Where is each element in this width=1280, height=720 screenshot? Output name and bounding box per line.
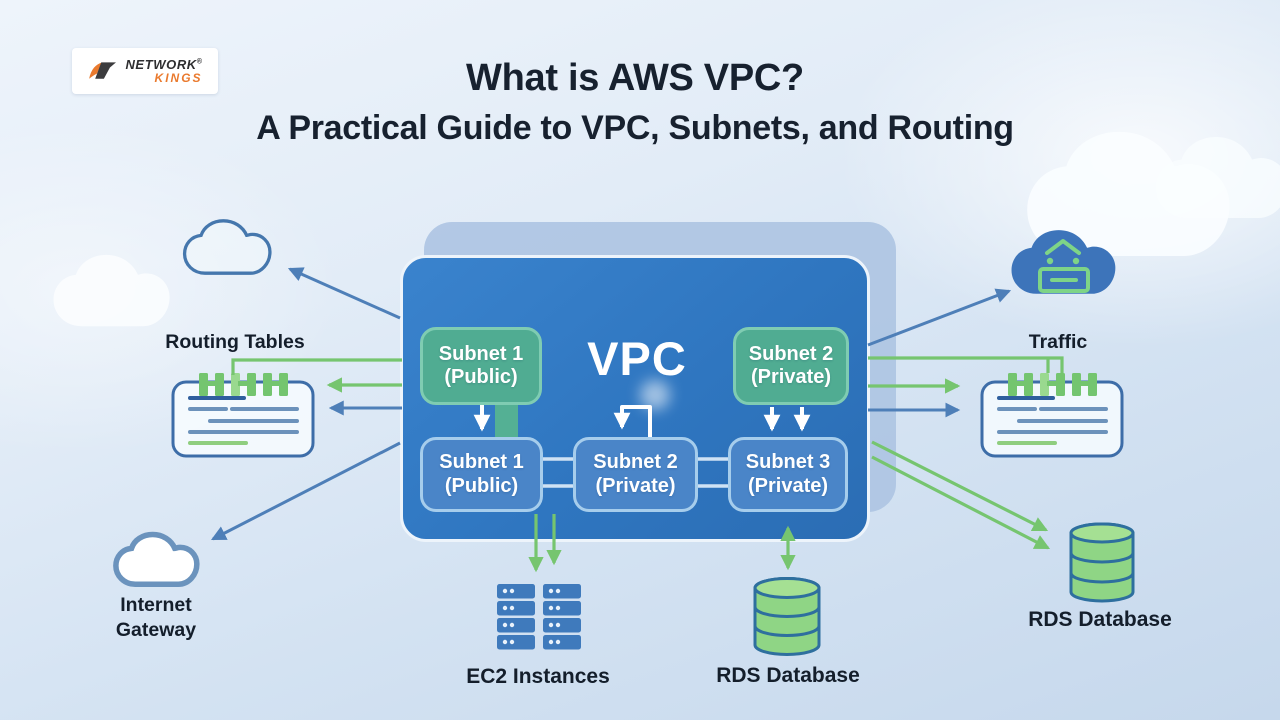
routing-table-icon	[171, 373, 315, 458]
traffic-cloud-icon	[1011, 230, 1116, 294]
page-title: What is AWS VPC? A Practical Guide to VP…	[0, 57, 1270, 148]
arrow-vpc-to-routing-cloud	[287, 267, 401, 320]
subnet-box-private2-bottom: Subnet 2 (Private)	[573, 437, 698, 512]
internet-gateway-cloud-icon	[116, 535, 197, 585]
routing-table-icon	[980, 373, 1124, 458]
subnet-type: (Public)	[444, 474, 519, 497]
internet-gateway-label-line1: Internet	[120, 594, 192, 616]
title-line-2: A Practical Guide to VPC, Subnets, and R…	[256, 109, 1014, 147]
subnet-type: (Private)	[747, 474, 829, 497]
arrow-vpc-to-rds-right-a	[871, 440, 1049, 532]
subnet-name: Subnet 2	[748, 342, 834, 365]
subnet-type: (Private)	[750, 366, 832, 388]
rds-database-center-label: RDS Database	[716, 664, 860, 687]
internet-gateway-label-line2: Gateway	[115, 619, 197, 642]
network-kings-logo: NETWORK® KINGS	[72, 48, 218, 94]
line-vpc-to-routing-table-left	[231, 358, 402, 375]
routing-cloud-icon	[182, 219, 272, 275]
vpc-label: VPC	[587, 332, 687, 385]
internet-gateway-label: Internet Gateway	[116, 593, 196, 644]
arrow-vpc-to-internet-gateway	[210, 441, 401, 541]
subnet-box-private-top: Subnet 2 (Private)	[733, 327, 849, 405]
subnet-box-public-top: Subnet 1 (Public)	[420, 327, 542, 405]
subnet-type: (Private)	[595, 474, 676, 497]
routing-tables-label: Routing Tables	[165, 331, 305, 353]
title-line-1: What is AWS VPC?	[466, 57, 804, 99]
subnet-name: Subnet 1	[438, 342, 524, 365]
network-kings-logo-text: NETWORK® KINGS	[125, 56, 203, 85]
rds-database-right-label: RDS Database	[1028, 608, 1172, 631]
rds-database-icon	[1069, 522, 1135, 603]
subnet-type: (Public)	[444, 366, 518, 388]
subnet-box-private3-bottom: Subnet 3 (Private)	[728, 437, 848, 512]
subnet-box-public-bottom: Subnet 1 (Public)	[420, 437, 543, 512]
arrow-vpc-to-rds-right-b	[871, 455, 1051, 550]
ec2-servers-icon	[497, 584, 581, 650]
subnet-name: Subnet 1	[439, 451, 524, 474]
subnet-name: Subnet 3	[745, 451, 831, 474]
subnet-name: Subnet 2	[593, 451, 678, 474]
line-vpc-to-routing-table-right	[868, 356, 1064, 373]
traffic-label: Traffic	[1028, 331, 1088, 353]
network-kings-logo-icon	[89, 62, 117, 79]
rds-database-icon	[753, 577, 821, 656]
ec2-instances-label: EC2 Instances	[466, 665, 610, 688]
